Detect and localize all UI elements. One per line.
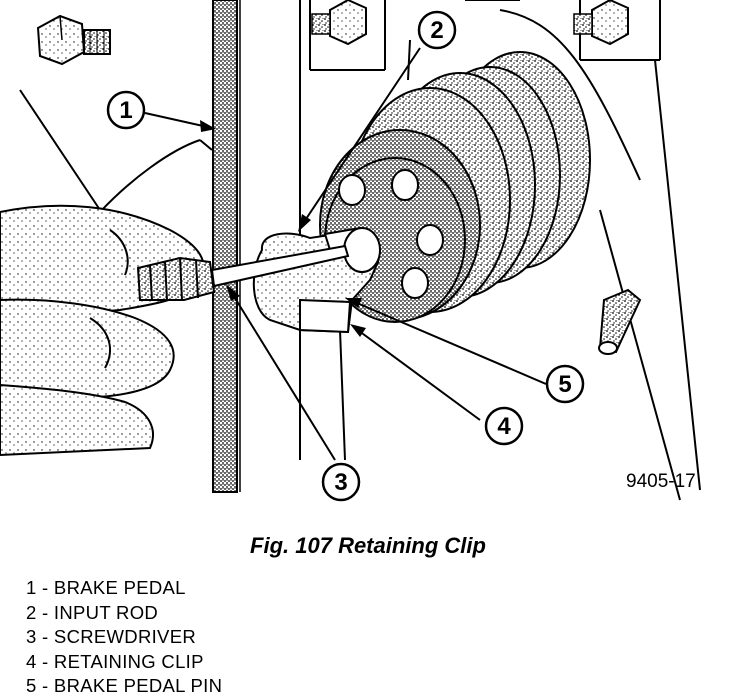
callout-circle xyxy=(545,364,585,404)
callout-3-screwdriver: 3 xyxy=(321,462,361,502)
callouts: 1 2 3 4 5 xyxy=(106,10,585,502)
callout-number: 3 xyxy=(334,469,347,496)
callout-1-brake-pedal: 1 xyxy=(106,90,146,130)
leader-lines xyxy=(144,39,547,461)
callout-4-retaining-clip: 4 xyxy=(484,406,524,446)
brake-pedal-arm xyxy=(212,0,241,493)
legend-item: 3 - SCREWDRIVER xyxy=(26,626,196,647)
legend-item: 1 - BRAKE PEDAL xyxy=(26,577,186,598)
callout-circle xyxy=(417,10,457,50)
callout-5-brake-pedal-pin: 5 xyxy=(545,364,585,404)
bolt-upper-center xyxy=(311,0,367,46)
technician-hand xyxy=(0,204,205,457)
callout-circle xyxy=(106,90,146,130)
legend-list: 1 - BRAKE PEDAL 2 - INPUT ROD 3 - SCREWD… xyxy=(26,576,222,699)
callout-number: 4 xyxy=(497,413,511,440)
figure-caption: Fig. 107 Retaining Clip xyxy=(250,533,486,558)
callout-number: 2 xyxy=(430,17,443,44)
mounting-bracket xyxy=(19,89,213,213)
callout-circle xyxy=(321,462,361,502)
bolt-upper-right xyxy=(573,0,629,46)
callout-circle xyxy=(484,406,524,446)
callout-number: 1 xyxy=(119,97,132,124)
retaining-clip xyxy=(252,226,381,334)
bolt-lower-right xyxy=(598,288,642,355)
legend-item: 5 - BRAKE PEDAL PIN xyxy=(26,675,223,696)
legend-item: 2 - INPUT ROD xyxy=(26,601,159,623)
legend-item: 4 - RETAINING CLIP xyxy=(26,650,204,672)
callout-2-input-rod: 2 xyxy=(417,10,457,50)
retaining-clip-illustration: 1 2 3 4 5 9405-17 xyxy=(0,0,701,502)
bolt-top-left xyxy=(36,14,111,66)
figure-code: 9405-17 xyxy=(626,471,696,492)
screwdriver xyxy=(136,244,350,301)
callout-number: 5 xyxy=(558,371,571,398)
